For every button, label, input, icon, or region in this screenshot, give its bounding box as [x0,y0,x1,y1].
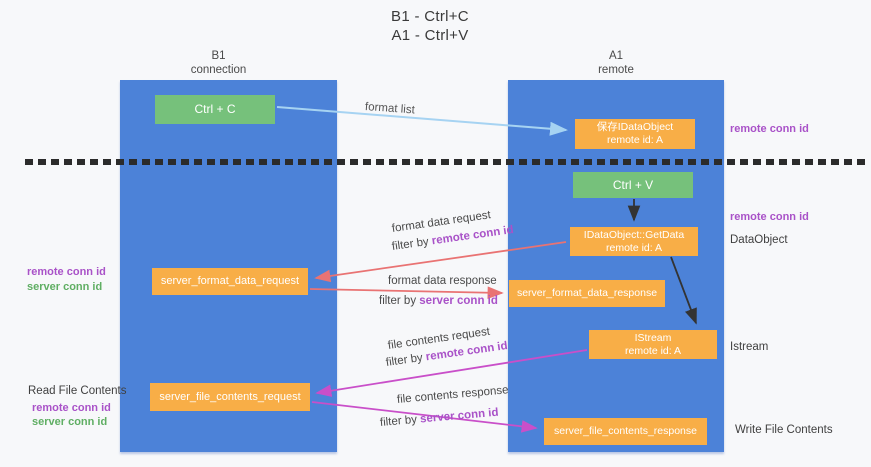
filter-by-text: filter by [379,295,417,307]
filter-by-text: filter by [385,351,424,369]
file-contents-response-label: file contents response [396,384,509,406]
istream-line2: remote id: A [624,344,682,357]
istream-line1: IStream [634,331,672,344]
right-remote-conn-id-mid: remote conn id [730,211,809,223]
left-column-header: B1 connection [110,49,327,77]
server-file-contents-request-label: server_file_contents_request [159,390,301,403]
istream-box: IStream remote id: A [589,330,717,359]
server-file-contents-response-label: server_file_contents_response [553,425,697,437]
save-idataobject-box: 保存IDataObject remote id: A [575,119,695,149]
right-column-subtitle: remote [598,64,634,76]
getdata-line1: IDataObject::GetData [583,228,685,241]
server-conn-id-text: server conn id [419,295,498,307]
title-line-1: B1 - Ctrl+C [391,8,469,25]
filter-by-text: filter by [379,413,418,429]
diagram-title: B1 - Ctrl+C A1 - Ctrl+V [230,7,630,45]
format-data-response-arrow [309,286,504,299]
left-column-name: B1 [211,50,226,62]
format-list-label: format list [364,101,416,117]
filter-by-text: filter by [391,235,430,253]
left-server-conn-id: server conn id [27,281,103,293]
server-file-contents-request-box: server_file_contents_request [150,383,310,411]
right-column-header: A1 remote [508,49,724,77]
istream-side-label: Istream [730,341,769,353]
dataobject-label: DataObject [730,234,788,246]
left-remote-conn-id-bottom: remote conn id [32,402,111,414]
read-file-contents-label: Read File Contents [28,385,127,397]
format-data-response-label: format data response [388,275,497,287]
server-file-contents-response-box: server_file_contents_response [544,418,707,445]
server-format-data-response-label: server_format_data_response [516,287,658,299]
server-conn-id-text: server conn id [419,406,499,426]
left-remote-conn-id: remote conn id [27,266,106,278]
getdata-line2: remote id: A [605,241,663,254]
ctrl-c-box: Ctrl + C [155,95,275,124]
dashed-separator-line [25,159,868,165]
server-format-data-request-box: server_format_data_request [152,268,308,295]
left-server-conn-id-bottom: server conn id [32,416,108,428]
save-idataobject-line1: 保存IDataObject [596,121,674,133]
right-column-name: A1 [608,50,624,62]
ctrl-v-label: Ctrl + V [612,177,654,192]
right-remote-conn-id-top: remote conn id [730,123,809,135]
title-line-2: A1 - Ctrl+V [391,27,469,44]
save-idataobject-line2: remote id: A [606,134,664,146]
ctrl-c-label: Ctrl + C [194,102,236,116]
server-format-data-request-label: server_format_data_request [160,275,300,287]
file-contents-response-filter-label: filter by server conn id [379,407,498,429]
server-format-data-response-box: server_format_data_response [509,280,665,307]
write-file-contents-label: Write File Contents [735,424,833,436]
format-data-response-filter-label: filter by server conn id [379,295,498,307]
ctrl-v-box: Ctrl + V [573,172,693,198]
left-column-subtitle: connection [190,64,247,76]
idataobject-getdata-box: IDataObject::GetData remote id: A [570,227,698,256]
